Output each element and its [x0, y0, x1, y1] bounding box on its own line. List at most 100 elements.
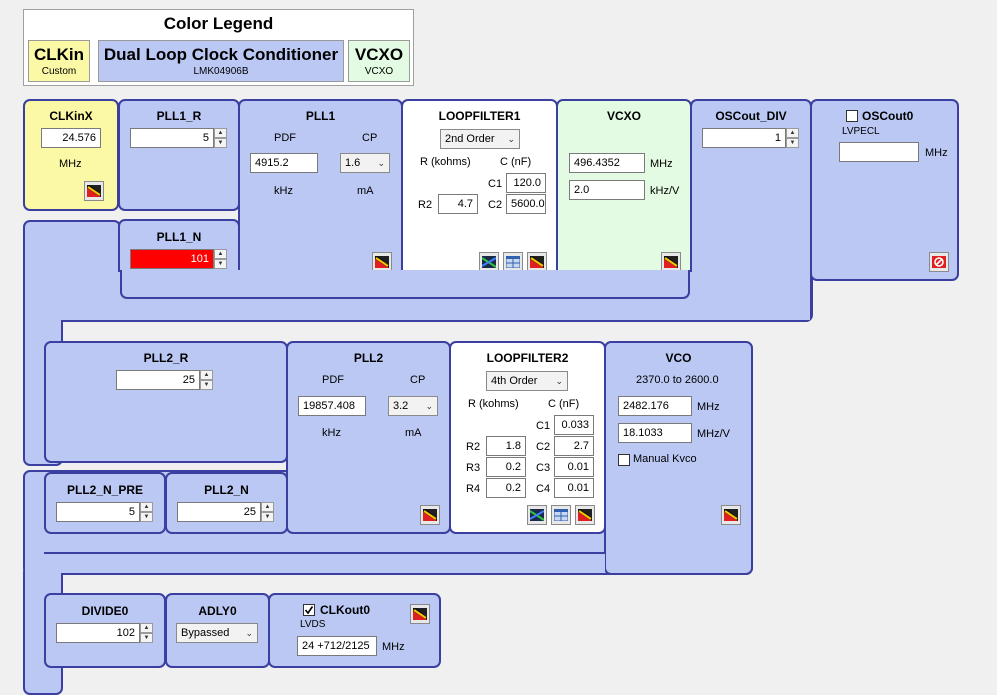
- divide0-spinner[interactable]: 102 ▲▼: [56, 623, 153, 643]
- vcxo-frequency-input[interactable]: 496.4352: [569, 153, 645, 173]
- loopfilter2-c3-input[interactable]: 0.01: [554, 457, 594, 477]
- pll1-title: PLL1: [305, 109, 336, 123]
- pll1-r-spinner[interactable]: 5 ▲▼: [130, 128, 227, 148]
- spin-up-icon[interactable]: ▲: [214, 128, 227, 138]
- loopfilter2-c2-label: C2: [536, 441, 551, 453]
- loopfilter1-r-header: R (kohms): [420, 156, 471, 168]
- pll1-cp-select[interactable]: 1.6⌄: [340, 153, 390, 173]
- spin-down-icon[interactable]: ▼: [214, 138, 227, 148]
- spin-down-icon[interactable]: ▼: [140, 633, 153, 643]
- spin-down-icon[interactable]: ▼: [261, 512, 274, 522]
- pll2-cp-label: CP: [410, 374, 426, 386]
- loopfilter2-plot-button[interactable]: [527, 505, 547, 525]
- loopfilter1-table-button[interactable]: [503, 252, 523, 272]
- pll1-pdf-value: 4915.2: [250, 153, 318, 173]
- divide0-value[interactable]: 102: [56, 623, 140, 643]
- spin-up-icon[interactable]: ▲: [140, 623, 153, 633]
- oscout0-disabled-button[interactable]: [929, 252, 949, 272]
- pll2-graph-button[interactable]: [420, 505, 440, 525]
- loopfilter2-graph-button[interactable]: [575, 505, 595, 525]
- loopfilter2-r3-label: R3: [466, 462, 481, 474]
- pll1-r-value[interactable]: 5: [130, 128, 214, 148]
- spin-up-icon[interactable]: ▲: [786, 128, 799, 138]
- oscout-div-block: OSCout_DIV 1 ▲▼: [690, 99, 812, 159]
- oscout-div-spinner[interactable]: 1 ▲▼: [702, 128, 799, 148]
- loopfilter2-c-header: C (nF): [548, 398, 580, 410]
- chevron-down-icon: ⌄: [425, 401, 433, 411]
- clkout0-title: CLKout0: [320, 603, 370, 617]
- pll2-n-block: PLL2_N 25 ▲▼: [165, 472, 288, 534]
- graph-icon: [724, 509, 738, 521]
- loopfilter2-c1-input[interactable]: 0.033: [554, 415, 594, 435]
- oscout0-frequency-input[interactable]: [839, 142, 919, 162]
- vcxo-title: VCXO: [606, 109, 641, 123]
- oscout0-enable-checkbox[interactable]: [846, 110, 858, 122]
- oscout0-unit: MHz: [925, 147, 948, 159]
- loopfilter1-c1-input[interactable]: 120.0: [506, 173, 546, 193]
- spin-up-icon[interactable]: ▲: [261, 502, 274, 512]
- plot-icon: [530, 509, 544, 521]
- spin-up-icon[interactable]: ▲: [200, 370, 213, 380]
- pll1-n-spinner[interactable]: 101 ▲▼: [130, 249, 227, 269]
- pll2-n-pre-spinner[interactable]: 5 ▲▼: [56, 502, 153, 522]
- spin-down-icon[interactable]: ▼: [786, 138, 799, 148]
- pll1-block: PLL1 PDF CP 4915.2 1.6⌄ kHz mA: [238, 99, 403, 281]
- pll2-r-spinner[interactable]: 25 ▲▼: [116, 370, 213, 390]
- clkout0-enable-checkbox[interactable]: [303, 604, 315, 616]
- graph-icon: [578, 509, 592, 521]
- loopfilter2-order-select[interactable]: 4th Order⌄: [486, 371, 568, 391]
- loopfilter1-r2-input[interactable]: 4.7: [438, 194, 478, 214]
- legend-title: Color Legend: [163, 14, 274, 33]
- loopfilter2-c4-input[interactable]: 0.01: [554, 478, 594, 498]
- loopfilter2-c1-label: C1: [536, 420, 551, 432]
- clkout0-block: CLKout0 LVDS 24 +712/2125 MHz: [268, 593, 441, 668]
- vco-manual-kvco-checkbox[interactable]: [618, 454, 630, 466]
- pll1-graph-button[interactable]: [372, 252, 392, 272]
- pll2-cp-select[interactable]: 3.2⌄: [388, 396, 438, 416]
- vcxo-block: VCXO 496.4352 MHz 2.0 kHz/V: [556, 99, 692, 281]
- loopfilter2-r2-input[interactable]: 1.8: [486, 436, 526, 456]
- oscout-div-value[interactable]: 1: [702, 128, 786, 148]
- loopfilter2-block: LOOPFILTER2 4th Order⌄ R (kohms) C (nF) …: [449, 341, 606, 534]
- vco-manual-kvco-label: Manual Kvco: [633, 453, 697, 465]
- loopfilter2-table-button[interactable]: [551, 505, 571, 525]
- loopfilter1-c-header: C (nF): [500, 156, 532, 168]
- pll2-n-title: PLL2_N: [204, 483, 249, 497]
- loopfilter1-c2-input[interactable]: 5600.0: [506, 194, 546, 214]
- clkout0-graph-button[interactable]: [410, 604, 430, 624]
- loopfilter1-order-select[interactable]: 2nd Order⌄: [440, 129, 520, 149]
- spin-up-icon[interactable]: ▲: [140, 502, 153, 512]
- spin-down-icon[interactable]: ▼: [214, 259, 227, 269]
- vco-kvco-input[interactable]: 18.1033: [618, 423, 692, 443]
- pll2-pdf-unit: kHz: [322, 427, 341, 439]
- legend-vcxo: VCXO VCXO: [348, 40, 410, 82]
- pll1-r-block: PLL1_R 5 ▲▼: [118, 99, 240, 211]
- loopfilter1-graph-button[interactable]: [527, 252, 547, 272]
- pll2-r-value[interactable]: 25: [116, 370, 200, 390]
- clkinx-graph-button[interactable]: [84, 181, 104, 201]
- graph-icon: [664, 256, 678, 268]
- loopfilter2-r3-input[interactable]: 0.2: [486, 457, 526, 477]
- loopfilter2-order-value: 4th Order: [491, 375, 538, 387]
- spin-up-icon[interactable]: ▲: [214, 249, 227, 259]
- adly0-select[interactable]: Bypassed⌄: [176, 623, 258, 643]
- spin-down-icon[interactable]: ▼: [200, 380, 213, 390]
- vco-graph-button[interactable]: [721, 505, 741, 525]
- pll2-n-value[interactable]: 25: [177, 502, 261, 522]
- loopfilter1-plot-button[interactable]: [479, 252, 499, 272]
- divide0-block: DIVIDE0 102 ▲▼: [44, 593, 166, 668]
- pll2-n-spinner[interactable]: 25 ▲▼: [177, 502, 274, 522]
- pll2-n-pre-value[interactable]: 5: [56, 502, 140, 522]
- pll2-cp-unit: mA: [405, 427, 422, 439]
- clkinx-frequency-input[interactable]: 24.576: [41, 128, 101, 148]
- loopfilter2-c2-input[interactable]: 2.7: [554, 436, 594, 456]
- spin-down-icon[interactable]: ▼: [140, 512, 153, 522]
- loopfilter2-r2-label: R2: [466, 441, 481, 453]
- vco-frequency-input[interactable]: 2482.176: [618, 396, 692, 416]
- vcxo-graph-button[interactable]: [661, 252, 681, 272]
- vcxo-kvco-input[interactable]: 2.0: [569, 180, 645, 200]
- loopfilter2-title: LOOPFILTER2: [486, 351, 569, 365]
- pll1-n-value[interactable]: 101: [130, 249, 214, 269]
- chevron-down-icon: ⌄: [507, 134, 515, 144]
- loopfilter2-r4-input[interactable]: 0.2: [486, 478, 526, 498]
